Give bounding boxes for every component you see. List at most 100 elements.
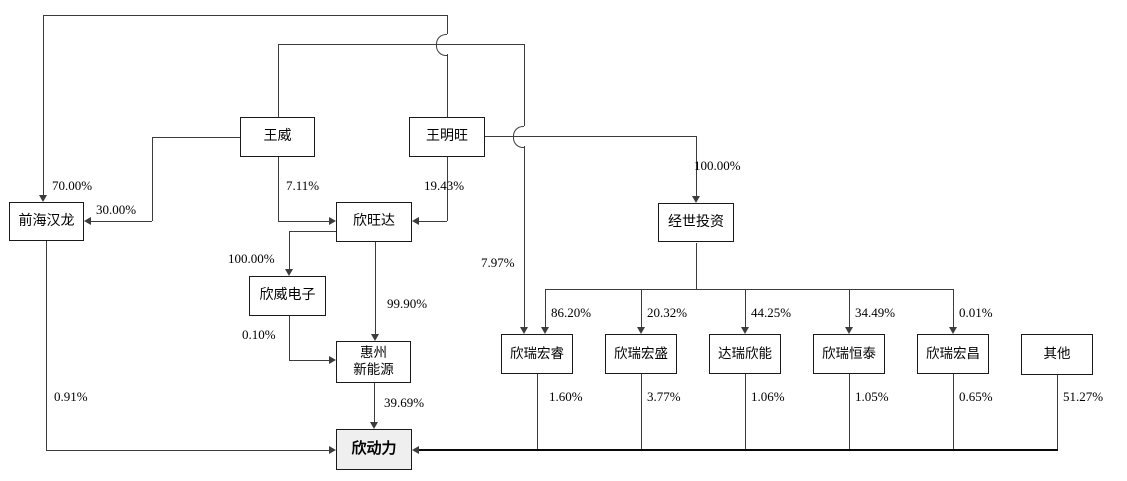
edge-label-xwd-xwdz: 100.00%	[228, 251, 275, 266]
connector-hz-xdl-drop	[374, 383, 375, 422]
arrowhead	[329, 217, 336, 225]
edge-label-qita-xdl: 51.27%	[1063, 389, 1104, 404]
connector-wmw-jst-drop	[696, 136, 697, 196]
node-wang-wei: 王威	[240, 117, 315, 157]
connector-xwdz-hz-drop	[289, 316, 290, 360]
arrowhead	[370, 422, 378, 429]
edge-label-wmw-qhhl: 70.00%	[52, 178, 93, 193]
node-label: 经世投资	[668, 214, 724, 230]
connector-qita-xdl-drop	[1057, 374, 1058, 449]
arrowhead	[541, 327, 549, 334]
arrowhead	[329, 356, 336, 364]
node-label: 其他	[1043, 346, 1071, 362]
edge-label-qhhl-xdl: 0.91%	[54, 389, 88, 404]
arrowhead	[84, 217, 91, 225]
connector-wmw-xwd-h	[419, 221, 447, 222]
arrowhead	[285, 269, 293, 276]
connector-drxn-xdl-drop	[745, 374, 746, 449]
arrowhead	[637, 327, 645, 334]
node-label: 王威	[263, 129, 292, 145]
node-xinrui-hongrui: 欣瑞宏睿	[501, 334, 573, 374]
connector-jst-xrhr-drop	[545, 289, 546, 327]
edge-label-ww-qhhl: 30.00%	[96, 202, 137, 217]
node-xinwangda: 欣旺达	[336, 202, 412, 242]
arrowhead	[39, 195, 47, 202]
node-qianhai-hanlong: 前海汉龙	[9, 202, 84, 241]
node-huizhou-xinnengyuan: 惠州 新能源	[336, 341, 411, 383]
node-label: 欣威电子	[259, 288, 316, 304]
connector-jst-xrht-drop	[849, 289, 850, 327]
edge-label-jst-xrht: 34.49%	[855, 305, 896, 320]
connector-ww-xrhr-drop-bottom	[524, 146, 525, 327]
connector-xrht-xdl-drop	[849, 374, 850, 449]
connector-jst-xrhs-drop	[641, 289, 642, 327]
line-jump-arc	[513, 126, 524, 148]
connector-wmw-qhhl-riser-top	[447, 15, 448, 34]
node-label: 欣旺达	[353, 214, 395, 230]
edge-label-jst-xrhr: 86.20%	[551, 305, 592, 320]
connector-xwd-xwdz-drop	[289, 231, 290, 269]
edge-label-jst-drxn: 44.25%	[751, 305, 792, 320]
node-xinwei-dianzi: 欣威电子	[249, 276, 326, 316]
connector-wmw-qhhl-riser-bottom	[447, 54, 448, 117]
line-jump-arc	[436, 34, 447, 56]
arrowhead	[371, 334, 379, 341]
edge-label-xrhc-xdl: 0.65%	[959, 389, 993, 404]
edge-label-jst-xrhs: 20.32%	[647, 305, 688, 320]
edge-label-drxn-xdl: 1.06%	[751, 389, 785, 404]
node-qita: 其他	[1021, 334, 1093, 375]
connector-ww-qhhl-h2	[91, 221, 152, 222]
connector-wmw-xwd-drop	[447, 157, 448, 221]
node-label: 欣动力	[351, 441, 397, 458]
edge-label-xwd-hz: 99.90%	[387, 296, 428, 311]
node-label: 达瑞欣能	[718, 345, 772, 361]
node-label: 欣瑞宏盛	[614, 345, 668, 361]
node-xinrui-hengtai: 欣瑞恒泰	[813, 334, 885, 374]
edge-label-xrhs-xdl: 3.77%	[647, 389, 681, 404]
arrowhead	[692, 196, 700, 203]
node-xindongli: 欣动力	[336, 429, 412, 470]
node-wang-mingwang: 王明旺	[409, 117, 485, 157]
arrowhead	[949, 327, 957, 334]
edge-label-wmw-jst: 100.00%	[694, 158, 741, 173]
edge-label-wmw-xwd: 19.43%	[424, 178, 465, 193]
top-distribution-bus	[545, 289, 953, 290]
connector-jst-drxn-drop	[745, 289, 746, 327]
connector-qhhl-xdl-drop	[46, 241, 47, 450]
node-xinrui-hongsheng: 欣瑞宏盛	[605, 334, 677, 374]
arrowhead	[741, 327, 749, 334]
connector-xrhc-xdl-drop	[953, 374, 954, 449]
arrowhead	[412, 446, 419, 454]
connector-xwd-xwdz-h	[289, 231, 336, 232]
node-label-line1: 惠州	[360, 345, 387, 361]
connector-xwd-hz-drop	[375, 242, 376, 334]
node-label: 前海汉龙	[18, 213, 75, 229]
edge-label-ww-xrhr: 7.97%	[481, 255, 515, 270]
node-label: 欣瑞宏睿	[510, 345, 564, 361]
arrowhead	[845, 327, 853, 334]
connector-wmw-jst-h	[485, 136, 696, 137]
node-jingshi-touzi: 经世投资	[658, 203, 734, 242]
connector-ww-xwd-drop	[278, 157, 279, 221]
node-label: 欣瑞宏昌	[926, 345, 980, 361]
arrowhead	[329, 446, 336, 454]
edge-label-jst-xrhc: 0.01%	[959, 305, 993, 320]
arrowhead	[412, 217, 419, 225]
node-label: 欣瑞恒泰	[822, 345, 876, 361]
connector-xrhr-xdl-drop	[537, 374, 538, 449]
connector-xrhs-xdl-drop	[641, 374, 642, 449]
edge-label-xrht-xdl: 1.05%	[855, 389, 889, 404]
connector-jst-xrhc-drop	[953, 289, 954, 327]
connector-qhhl-xdl-h	[46, 450, 329, 451]
connector-wmw-qhhl-drop	[43, 15, 44, 195]
connector-jst-bus-drop	[696, 243, 697, 289]
node-label-line2: 新能源	[353, 362, 394, 377]
arrowhead	[520, 327, 528, 334]
connector-ww-xwd-h	[278, 221, 330, 222]
edge-label-hz-xdl: 39.69%	[384, 395, 425, 410]
connector-ww-xrhr-drop-top	[524, 44, 525, 126]
bottom-collection-bus	[419, 449, 1058, 451]
connector-xwdz-hz-h	[289, 360, 330, 361]
node-xinrui-hongchang: 欣瑞宏昌	[917, 334, 989, 374]
